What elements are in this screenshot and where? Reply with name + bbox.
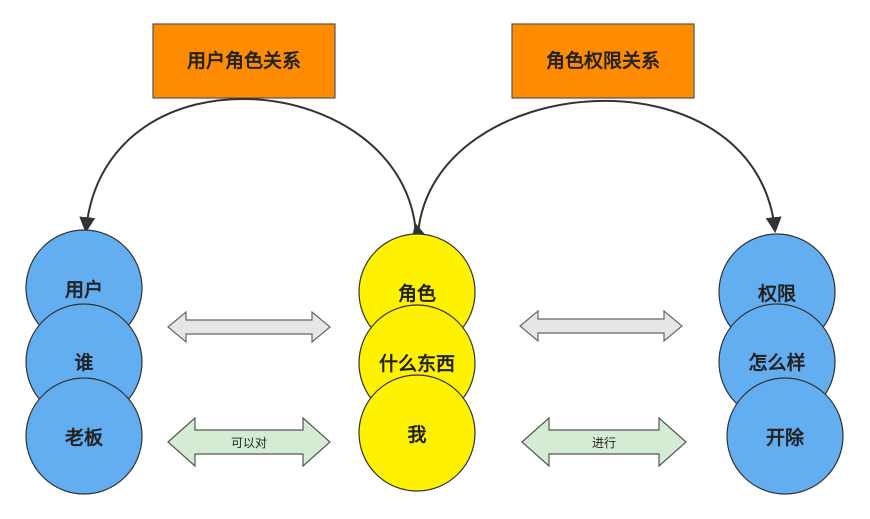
left-bottom-arrow-label: 可以对 — [231, 436, 267, 450]
right-top-double-arrow — [519, 309, 683, 343]
right-column: 权限 怎么样 开除 — [718, 233, 844, 495]
middle-column: 角色 什么东西 我 — [358, 233, 476, 492]
user-role-arc — [79, 98, 417, 235]
boss-circle — [25, 377, 143, 495]
left-column: 用户 谁 老板 — [25, 229, 143, 495]
how-label: 怎么样 — [748, 351, 805, 374]
right-bottom-double-arrow — [521, 416, 687, 468]
role-label: 角色 — [398, 282, 436, 305]
left-bottom-double-arrow — [167, 416, 331, 468]
fire-label: 开除 — [766, 426, 805, 449]
me-label: 我 — [407, 424, 426, 446]
role-permission-label: 角色权限关系 — [546, 49, 660, 72]
user-role-box: 用户角色关系 — [152, 23, 336, 99]
permission-label: 权限 — [757, 282, 796, 305]
right-bottom-arrow-label: 进行 — [592, 436, 616, 450]
user-role-label: 用户角色关系 — [187, 49, 301, 72]
role-permission-box: 角色权限关系 — [511, 23, 695, 99]
user-label: 用户 — [65, 278, 103, 301]
boss-label: 老板 — [65, 426, 104, 449]
fire-circle — [726, 377, 844, 495]
role-permission-arc — [417, 100, 782, 235]
left-top-double-arrow — [167, 310, 331, 344]
who-label: 谁 — [74, 351, 93, 374]
me-circle — [358, 374, 476, 492]
role-arrowhead — [411, 222, 427, 241]
what-label: 什么东西 — [379, 352, 455, 375]
